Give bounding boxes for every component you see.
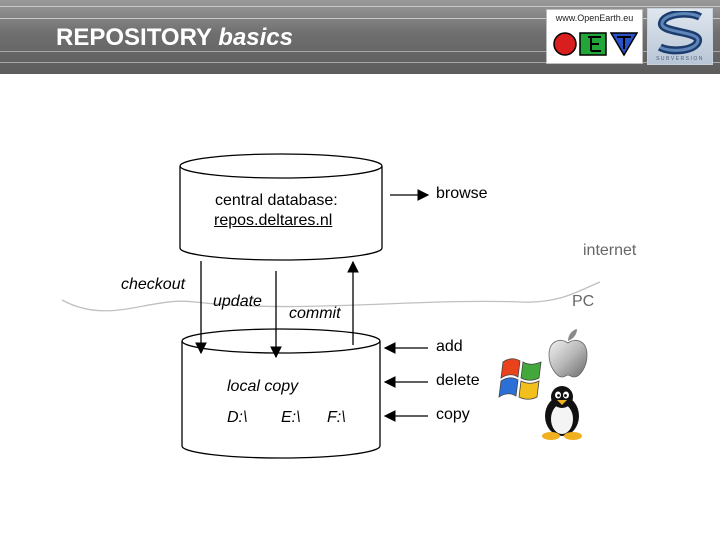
update-label: update — [213, 293, 262, 310]
server-database-cylinder — [179, 153, 383, 261]
commit-label: commit — [289, 305, 341, 322]
checkout-label: checkout — [121, 276, 186, 293]
copy-action-label: copy — [436, 406, 470, 423]
browse-label: browse — [436, 185, 488, 202]
subversion-logo: SUBVERSION — [647, 8, 713, 65]
local-database-cylinder — [181, 328, 381, 459]
header-stripe — [0, 18, 720, 19]
linux-penguin-icon — [538, 384, 586, 445]
subversion-wordmark: SUBVERSION — [656, 56, 704, 62]
title-main: REPOSITORY — [56, 24, 212, 51]
title-emphasis: basics — [218, 24, 293, 51]
openearth-emblem — [553, 32, 639, 57]
openearth-url: www.OpenEarth.eu — [555, 13, 634, 23]
openearth-logo: www.OpenEarth.eu — [546, 9, 643, 64]
title-bar: REPOSITORY basics www.OpenEarth.eu SUBVE… — [0, 0, 720, 74]
windows-icon — [497, 352, 547, 409]
delete-action-label: delete — [436, 372, 480, 389]
header-stripe — [0, 51, 720, 52]
apple-icon — [546, 327, 590, 384]
internet-zone-label: internet — [583, 242, 637, 259]
drive-label: F:\ — [327, 409, 346, 426]
pc-zone-label: PC — [572, 293, 595, 310]
server-db-label: central database: — [215, 192, 338, 209]
drive-label: D:\ — [227, 409, 248, 426]
drive-label: E:\ — [281, 409, 301, 426]
server-db-url: repos.deltares.nl — [214, 212, 333, 229]
subversion-emblem — [657, 11, 703, 55]
local-copy-label: local copy — [227, 378, 299, 395]
header-stripe — [0, 62, 720, 63]
network-boundary-curve — [61, 281, 601, 312]
header-stripe — [0, 6, 720, 7]
add-action-label: add — [436, 338, 463, 355]
slide-title: REPOSITORY basics — [56, 24, 293, 52]
